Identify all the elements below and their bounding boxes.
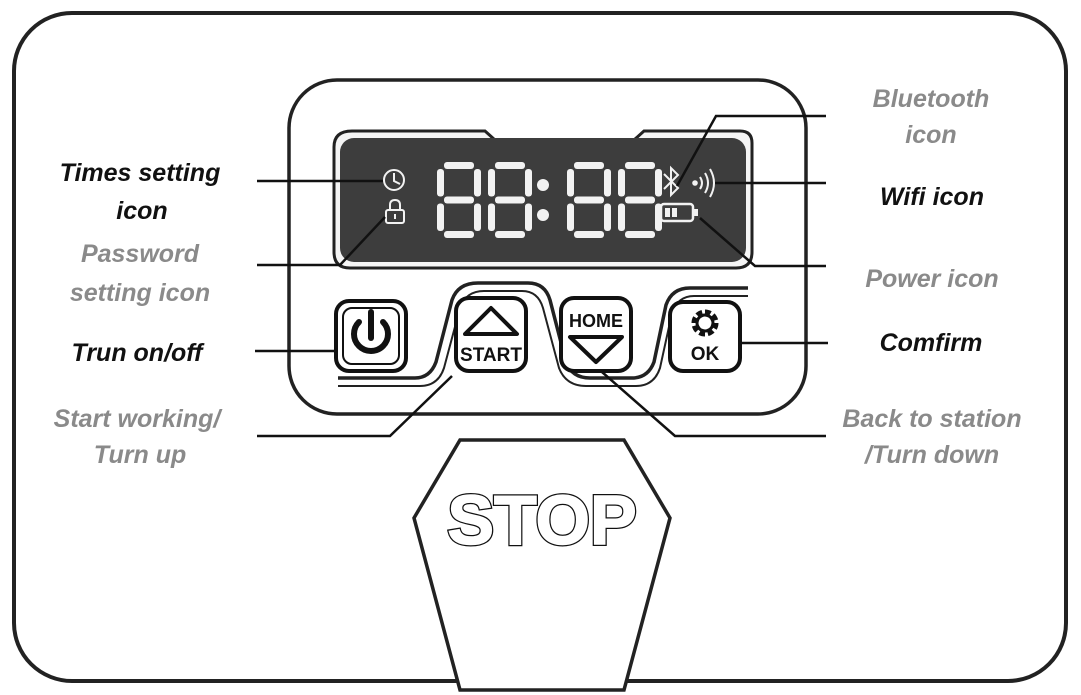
ok-button-label: OK <box>691 344 720 365</box>
display-digit <box>488 162 532 238</box>
colon-dot-top <box>537 179 549 191</box>
label-back-station-line1: Back to station <box>842 405 1021 433</box>
label-wifi: Wifi icon <box>880 183 984 211</box>
digit-segment-c <box>604 203 611 231</box>
digit-segment-e <box>618 203 625 231</box>
digit-segment-b <box>655 169 662 197</box>
clock-icon <box>383 169 405 191</box>
digit-segment-a <box>495 162 525 169</box>
digit-segment-f <box>488 169 495 197</box>
digit-segment-f <box>437 169 444 197</box>
digit-segment-g <box>444 196 474 204</box>
battery-icon <box>659 202 698 223</box>
digit-segment-d <box>574 231 604 238</box>
triangle-down-icon <box>568 335 624 364</box>
digit-segment-d <box>625 231 655 238</box>
digit-segment-g <box>574 196 604 204</box>
stop-button-label: STOP <box>447 481 636 559</box>
home-button-label: HOME <box>569 311 623 331</box>
ok-button[interactable]: OK <box>668 300 742 373</box>
label-start-line1: Start working/ <box>54 405 224 433</box>
display-digit <box>437 162 481 238</box>
button-base-curve <box>338 281 748 380</box>
label-bluetooth-line2: icon <box>905 121 956 149</box>
label-password-line1: Password <box>81 240 200 268</box>
digit-segment-e <box>567 203 574 231</box>
label-confirm: Comfirm <box>880 329 983 357</box>
label-times-setting-line1: Times setting <box>60 159 221 187</box>
label-times-setting-line2: icon <box>116 197 167 225</box>
start-button[interactable]: START <box>454 296 528 373</box>
digit-segment-b <box>525 169 532 197</box>
label-password-line2: setting icon <box>70 279 210 307</box>
digit-segment-a <box>574 162 604 169</box>
digit-segment-c <box>525 203 532 231</box>
digit-segment-f <box>618 169 625 197</box>
home-button[interactable]: HOME <box>559 296 633 373</box>
bluetooth-icon <box>663 165 680 198</box>
leader-start <box>257 375 453 438</box>
leader-back-station <box>601 371 826 438</box>
start-button-label: START <box>460 345 522 366</box>
lock-icon <box>385 198 405 224</box>
wifi-icon <box>692 168 715 198</box>
digit-segment-b <box>474 169 481 197</box>
digit-segment-f <box>567 169 574 197</box>
label-turn-on-off: Trun on/off <box>72 339 206 367</box>
leader-lines <box>255 114 828 438</box>
digit-group <box>437 162 662 238</box>
label-start-line2: Turn up <box>94 441 187 469</box>
digit-segment-d <box>495 231 525 238</box>
digit-segment-g <box>495 196 525 204</box>
label-power: Power icon <box>865 265 998 293</box>
display-digit <box>618 162 662 238</box>
digit-segment-a <box>625 162 655 169</box>
digit-segment-g <box>625 196 655 204</box>
power-button[interactable] <box>334 299 408 373</box>
leader-bluetooth <box>675 114 826 187</box>
stop-button-label-inner: STOP <box>447 481 636 559</box>
label-bluetooth-line1: Bluetooth <box>873 85 990 113</box>
digit-segment-c <box>474 203 481 231</box>
digit-segment-a <box>444 162 474 169</box>
label-back-station-line2: /Turn down <box>864 441 999 469</box>
stop-button[interactable]: STOP STOP <box>412 438 672 692</box>
display-digit <box>567 162 611 238</box>
colon-dot-bottom <box>537 209 549 221</box>
digit-segment-e <box>488 203 495 231</box>
digit-segment-e <box>437 203 444 231</box>
triangle-up-icon <box>463 306 519 336</box>
digit-segment-d <box>444 231 474 238</box>
power-icon <box>351 309 391 355</box>
leader-password <box>257 216 386 267</box>
digit-segment-b <box>604 169 611 197</box>
gear-icon <box>691 309 719 337</box>
leader-power <box>699 217 826 268</box>
display-screen <box>340 138 746 262</box>
